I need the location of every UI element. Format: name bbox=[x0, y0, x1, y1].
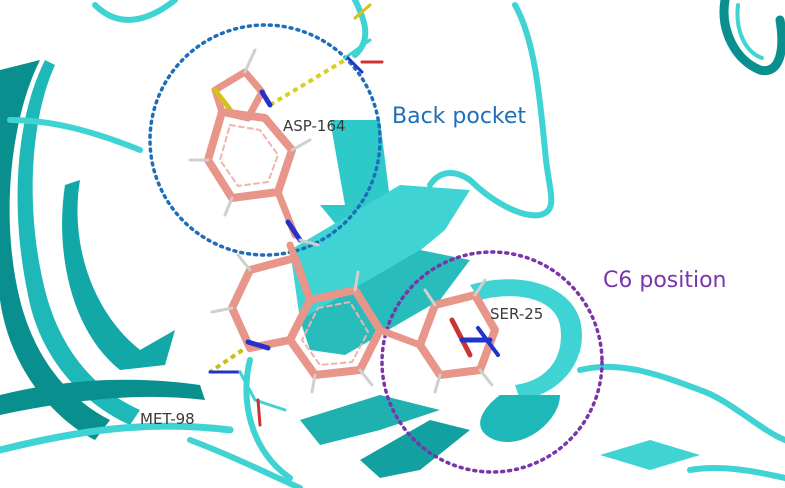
ribbon-left-sheet bbox=[0, 60, 110, 440]
ribbon-right-helix-dark bbox=[480, 395, 560, 442]
ribbon-left-strand-2 bbox=[62, 180, 175, 370]
ribbon-bottom-mid-loop bbox=[187, 437, 303, 488]
ribbon-bottom-loop bbox=[0, 422, 234, 454]
label-asp-164: ASP-164 bbox=[283, 117, 346, 135]
residue-sticks bbox=[208, 3, 384, 427]
ribbon-right-coil bbox=[577, 363, 785, 443]
hbond-asp bbox=[268, 58, 347, 107]
ribbon-left-coil bbox=[7, 117, 143, 153]
ribbon-top-right-corner-light bbox=[735, 3, 764, 60]
ribbon-right-strand bbox=[600, 440, 700, 470]
label-c6-position: C6 position bbox=[603, 268, 727, 293]
ribbon-top-right-loop bbox=[427, 2, 555, 219]
ribbon-top-right-corner bbox=[719, 0, 785, 76]
ribbon-lower-strand-2 bbox=[360, 420, 470, 478]
ribbon-top-loop-asp bbox=[352, 0, 369, 58]
ribbon-top-loop-left bbox=[92, 0, 178, 23]
ribbon-central-sheet bbox=[290, 185, 470, 320]
ribbon-central-sheet-2 bbox=[300, 250, 470, 355]
back-pocket-circle bbox=[148, 23, 382, 257]
ribbon-right-helix bbox=[470, 279, 582, 400]
label-ser-25: SER-25 bbox=[490, 305, 543, 323]
ribbon-left-strand-3 bbox=[0, 379, 205, 415]
ribbon-lower-loop bbox=[243, 357, 293, 481]
label-met-98: MET-98 bbox=[140, 410, 195, 428]
label-back-pocket: Back pocket bbox=[392, 104, 526, 129]
c6-position-circle bbox=[380, 250, 604, 474]
ribbon-left-sheet-light bbox=[17, 60, 140, 425]
ribbon-right-strand-2 bbox=[687, 465, 785, 481]
hbond-met bbox=[208, 343, 252, 374]
ligand bbox=[188, 48, 500, 394]
ribbon-lower-strand bbox=[300, 395, 440, 445]
